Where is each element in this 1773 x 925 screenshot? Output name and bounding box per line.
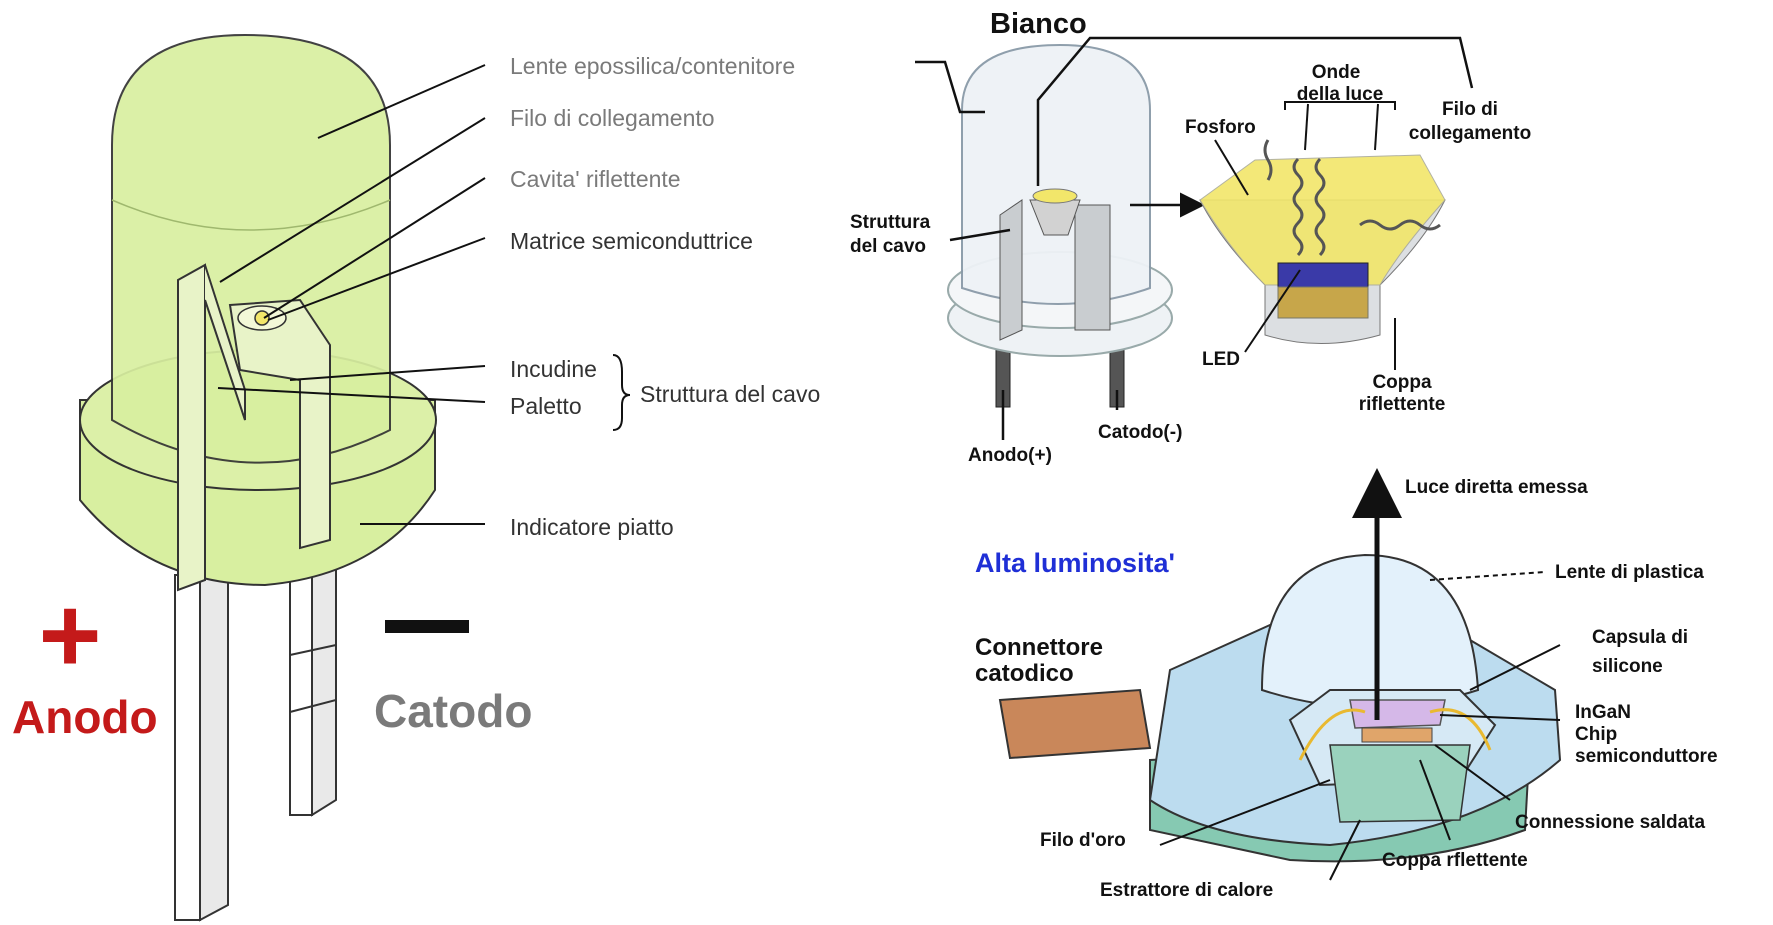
connector-label-l1: Connettore xyxy=(975,634,1103,661)
white-anode-label: Anodo(+) xyxy=(968,445,1052,466)
white-wire-label-l2: collegamento xyxy=(1409,123,1531,144)
label-flat-indicator: Indicatore piatto xyxy=(510,514,674,540)
white-lead-frame-l1: Struttura xyxy=(850,212,931,233)
chip-label-l3: semiconduttore xyxy=(1575,746,1718,767)
chip-label-l1: InGaN xyxy=(1575,702,1631,723)
anode-label: Anodo xyxy=(12,691,158,743)
cathode-minus-symbol xyxy=(385,620,469,633)
heat-extractor-label: Estrattore di calore xyxy=(1100,880,1273,901)
gold-wire-label: Filo d'oro xyxy=(1040,830,1126,851)
label-anvil: Incudine xyxy=(510,356,597,382)
label-lead-frame: Struttura del cavo xyxy=(640,381,820,407)
high-brightness-title: Alta luminosita' xyxy=(975,548,1175,578)
high-brightness-leaders xyxy=(1159,468,1561,881)
label-lens: Lente epossilica/contenitore xyxy=(510,53,795,79)
cup-reflector-label: Coppa rflettente xyxy=(1382,850,1528,871)
label-wire: Filo di collegamento xyxy=(510,105,715,131)
solder-label: Connessione saldata xyxy=(1515,812,1705,833)
waves-label-l1: Onde xyxy=(1312,62,1361,83)
chip-label-l2: Chip xyxy=(1575,724,1617,745)
white-led-leaders xyxy=(915,36,1474,440)
cathode-label: Catodo xyxy=(374,685,532,737)
waves-label-l2: della luce xyxy=(1297,84,1384,105)
white-led-drawing xyxy=(947,43,1173,408)
capsule-label-l1: Capsula di xyxy=(1592,627,1688,648)
reflector-cup-leaders xyxy=(1214,101,1396,370)
connector-label-l2: catodico xyxy=(975,660,1074,687)
label-post: Paletto xyxy=(510,393,582,419)
white-wire-label-l1: Filo di xyxy=(1442,99,1498,120)
led-5mm-drawing xyxy=(79,33,437,922)
label-die: Matrice semiconduttrice xyxy=(510,228,753,254)
cup-label-l2: riflettente xyxy=(1359,394,1446,415)
white-lead-frame-l2: del cavo xyxy=(850,236,926,257)
capsule-label-l2: silicone xyxy=(1592,656,1663,677)
white-cathode-label: Catodo(-) xyxy=(1098,422,1182,443)
cup-label-l1: Coppa xyxy=(1372,372,1432,393)
left-leader-lines xyxy=(217,64,631,525)
anode-plus-symbol: + xyxy=(38,574,101,695)
high-brightness-drawing xyxy=(998,553,1562,863)
white-led-title: Bianco xyxy=(990,8,1087,40)
label-cavity: Cavita' riflettente xyxy=(510,166,681,192)
emitted-light-label: Luce diretta emessa xyxy=(1405,477,1588,498)
plastic-lens-label: Lente di plastica xyxy=(1555,562,1704,583)
reflector-cup-zoom xyxy=(1199,139,1446,344)
led-label: LED xyxy=(1202,349,1240,370)
phosphor-label: Fosforo xyxy=(1185,117,1256,138)
